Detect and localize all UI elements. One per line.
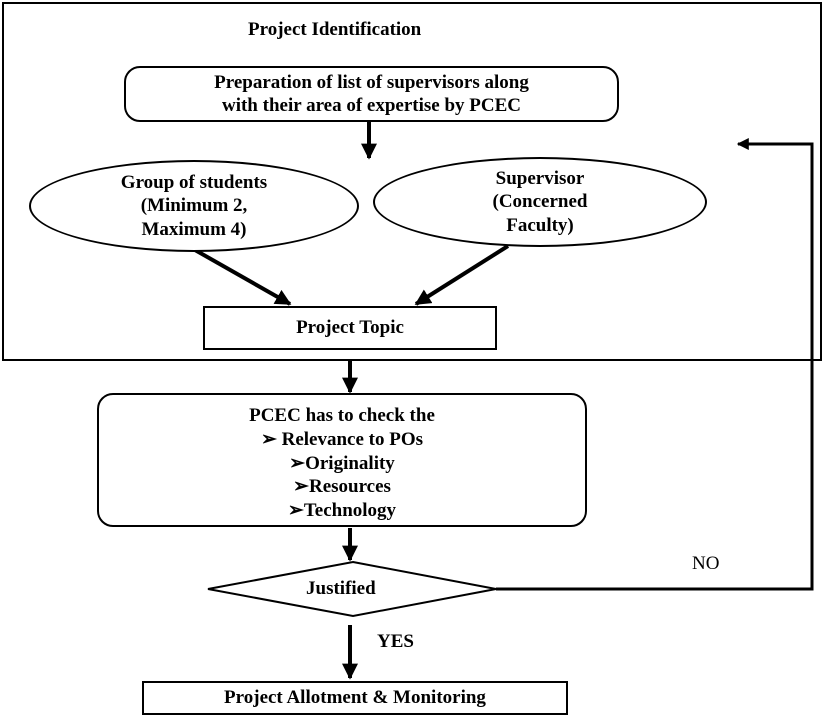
pcec-check-box: PCEC has to check the ➢ Relevance to POs… xyxy=(97,393,587,527)
supervisor-line-3: Faculty) xyxy=(506,214,574,236)
decision-diamond xyxy=(207,560,497,618)
students-line-3: Maximum 4) xyxy=(141,218,247,240)
students-line-2: (Minimum 2, xyxy=(140,195,248,217)
check-heading: PCEC has to check the xyxy=(249,405,435,426)
project-topic-label: Project Topic xyxy=(296,317,404,339)
check-item: ➢Resources xyxy=(293,475,391,499)
students-line-1: Group of students xyxy=(120,172,268,194)
project-topic-box: Project Topic xyxy=(203,306,497,350)
check-item: ➢Originality xyxy=(289,452,395,476)
check-list: ➢ Relevance to POs➢Originality➢Resources… xyxy=(261,428,423,523)
arrow-bullet-icon: ➢ xyxy=(260,428,282,450)
check-item: ➢ Relevance to POs xyxy=(261,428,423,452)
no-label: NO xyxy=(692,553,720,574)
arrow-bullet-icon: ➢ xyxy=(289,452,306,474)
frame-title: Project Identification xyxy=(248,19,422,40)
allotment-box: Project Allotment & Monitoring xyxy=(142,681,568,715)
check-item-label: Technology xyxy=(303,500,397,521)
arrow-students-to-topic xyxy=(194,248,292,306)
arrow-no-loop xyxy=(496,138,814,591)
supervisor-line-2: (Concerned xyxy=(492,191,588,213)
check-item-label: Originality xyxy=(305,452,395,474)
arrow-bullet-icon: ➢ xyxy=(293,476,309,498)
check-item: ➢Technology xyxy=(288,499,396,523)
allotment-label: Project Allotment & Monitoring xyxy=(224,687,486,709)
arrow-bullet-icon: ➢ xyxy=(287,500,304,521)
check-item-label: Relevance to POs xyxy=(281,428,424,450)
yes-label: YES xyxy=(377,631,414,652)
prep-line-1: Preparation of list of supervisors along xyxy=(214,71,529,93)
arrow-supervisor-to-topic xyxy=(414,244,510,306)
decision-label: Justified xyxy=(306,578,376,599)
supervisor-line-1: Supervisor xyxy=(495,168,585,190)
prep-line-2: with their area of expertise by PCEC xyxy=(221,95,522,116)
project-identification-frame xyxy=(2,2,822,361)
prep-supervisor-list-box: Preparation of list of supervisors along… xyxy=(124,66,619,122)
students-ellipse: Group of students (Minimum 2, Maximum 4) xyxy=(29,160,359,252)
check-item-label: Resources xyxy=(308,476,391,498)
supervisor-ellipse: Supervisor (Concerned Faculty) xyxy=(373,157,707,247)
